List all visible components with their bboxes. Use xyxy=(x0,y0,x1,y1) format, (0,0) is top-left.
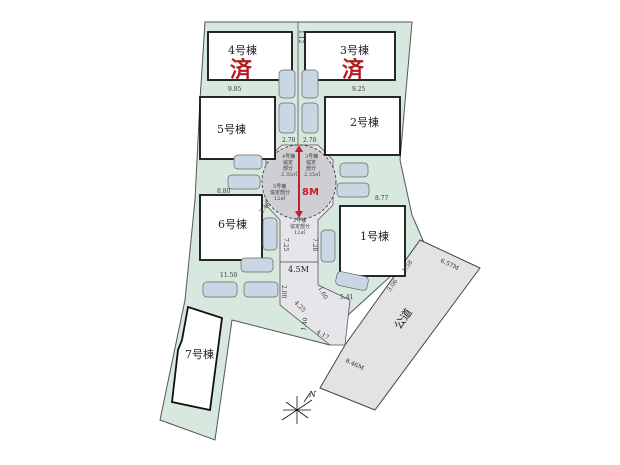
building-1-label: 1号棟 xyxy=(360,229,389,243)
building-2-label: 2号棟 xyxy=(350,115,379,129)
car xyxy=(243,281,279,298)
building-6 xyxy=(199,194,263,261)
car xyxy=(262,217,278,251)
building-5 xyxy=(199,96,276,160)
arrow-head-top xyxy=(295,145,303,152)
parking-cars xyxy=(202,69,370,298)
public-road xyxy=(319,239,481,411)
compass-north-label: N xyxy=(308,390,317,399)
dim-11-50: 11.50 xyxy=(220,272,237,279)
dim-1-12: 1.12 xyxy=(297,30,304,44)
private-road-width: 8M xyxy=(302,187,319,198)
building-2 xyxy=(324,96,401,156)
dim-8-80: 8.80 xyxy=(217,188,231,195)
building-5-label: 5号棟 xyxy=(217,122,246,136)
access-width: 4.5M xyxy=(288,265,309,274)
car xyxy=(240,257,274,273)
building-7 xyxy=(171,305,223,412)
car xyxy=(202,281,238,298)
dim-9-85: 9.85 xyxy=(228,86,242,93)
dim-7-28: 7.28 xyxy=(311,238,318,252)
car xyxy=(278,102,296,134)
building-3 xyxy=(304,31,396,81)
building-7-label: 7号棟 xyxy=(185,347,214,361)
sold-mark-4: 済 xyxy=(230,57,253,83)
car xyxy=(339,162,369,178)
building-4 xyxy=(207,31,293,81)
car xyxy=(301,69,319,99)
dim-5-41: 5.41 xyxy=(340,294,353,301)
arrow-head-bottom xyxy=(295,211,303,218)
dim-2-70-right: 2.70 xyxy=(303,137,317,144)
dim-8-77: 8.77 xyxy=(375,195,389,202)
dim-2-70-left: 2.70 xyxy=(282,137,296,144)
car xyxy=(335,271,369,291)
building-4-label: 4号棟 xyxy=(228,43,257,57)
car xyxy=(278,69,296,99)
dim-1-40: 1.40 xyxy=(300,317,309,332)
dim-2-00: 2.00 xyxy=(280,285,287,299)
sold-mark-3: 済 xyxy=(342,57,365,83)
compass-icon xyxy=(281,392,313,424)
building-3-label: 3号棟 xyxy=(340,43,369,57)
dim-9-25: 9.25 xyxy=(352,86,366,93)
car xyxy=(301,102,319,134)
car xyxy=(320,229,336,263)
building-1 xyxy=(339,205,406,277)
car xyxy=(233,154,263,170)
car xyxy=(227,174,261,190)
building-6-label: 6号棟 xyxy=(218,217,247,231)
dim-7-25: 7.25 xyxy=(282,238,289,252)
car xyxy=(336,182,370,198)
